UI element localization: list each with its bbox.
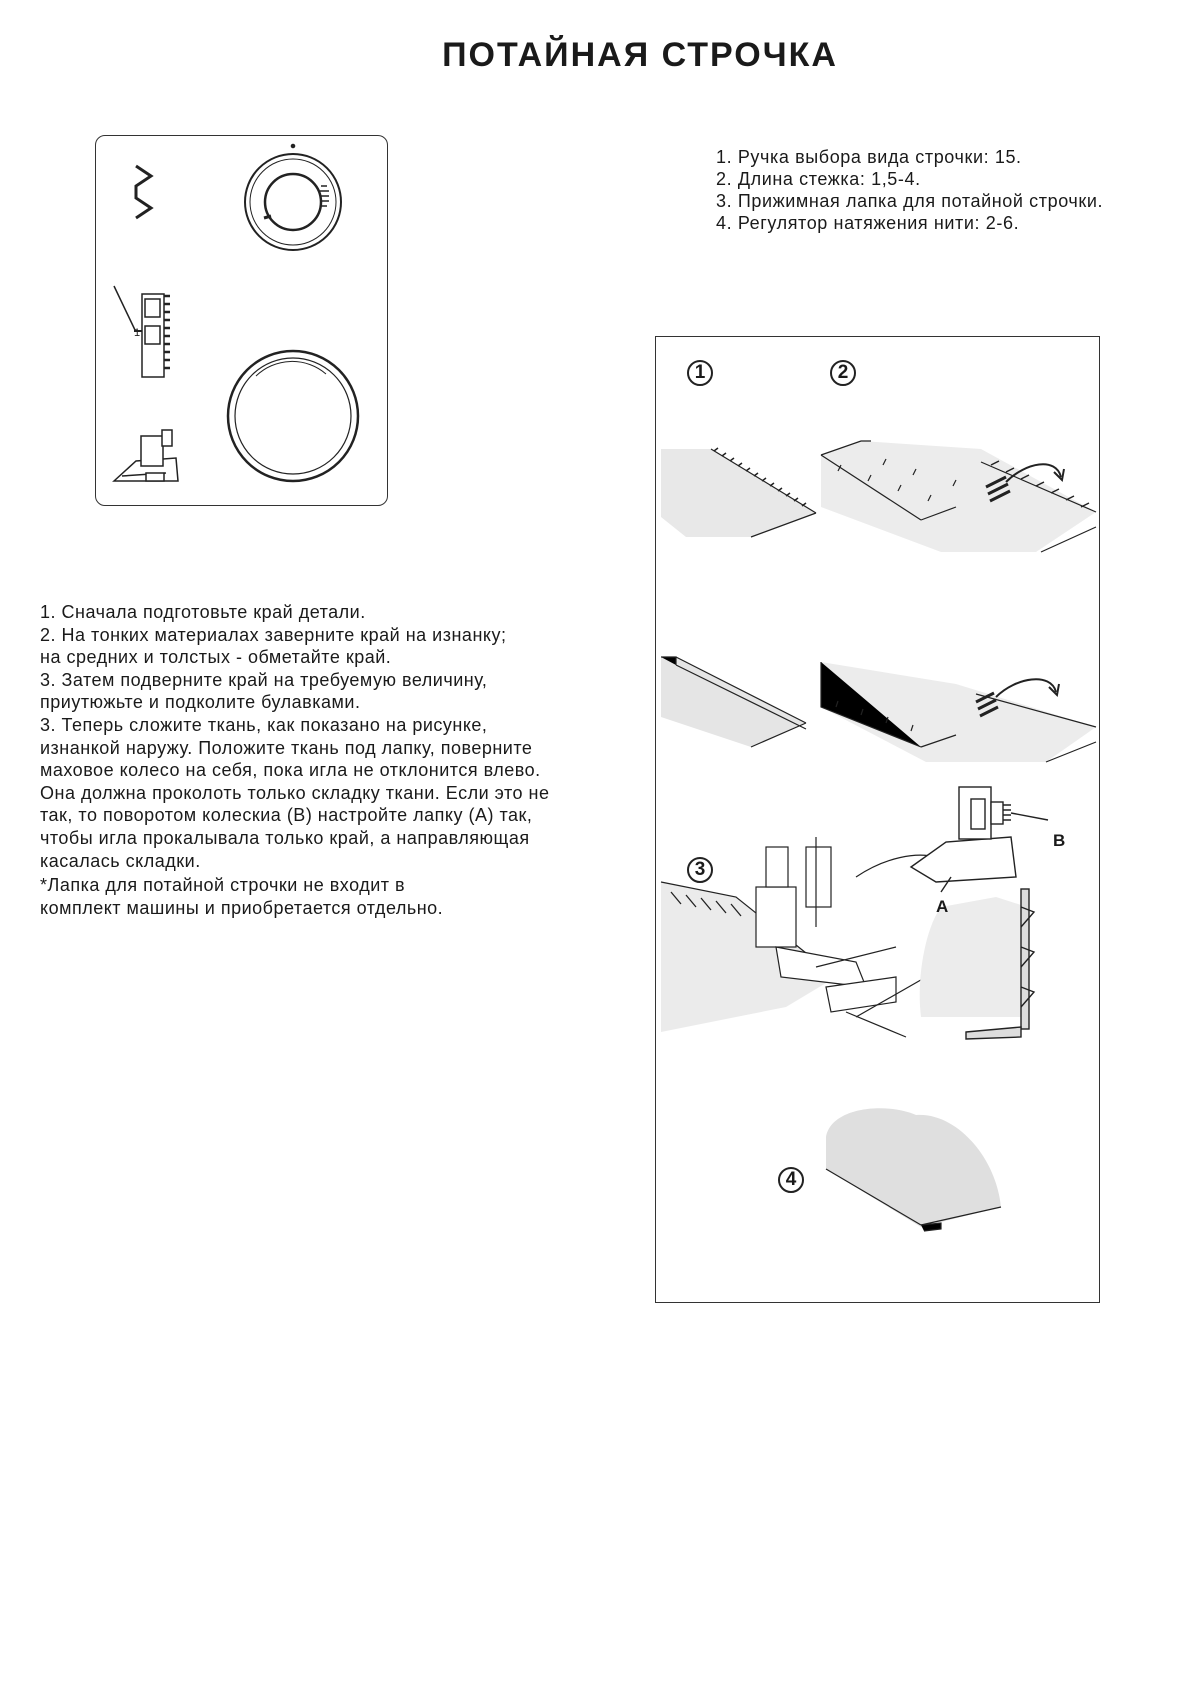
steps-drawing bbox=[660, 440, 1097, 1232]
step1-fabric-overlocked bbox=[661, 447, 817, 538]
callout-b-label: B bbox=[1053, 831, 1066, 850]
blind-hem-foot-icon bbox=[112, 429, 179, 482]
instruction-line: 3. Теперь сложите ткань, как показано на… bbox=[40, 714, 488, 735]
machine-settings-panel: 1 bbox=[95, 135, 388, 506]
selector-marker: 1 bbox=[134, 327, 140, 339]
page-title: ПОТАЙНАЯ СТРОЧКА bbox=[442, 36, 838, 74]
note-line: комплект машины и приобретается отдельно… bbox=[40, 897, 444, 918]
step3-sewing-with-foot bbox=[660, 837, 937, 1038]
instruction-line: изнанкой наружу. Положите ткань под лапк… bbox=[40, 737, 533, 758]
instruction-line: на средних и толстых - обметайте край. bbox=[40, 647, 392, 668]
step-number: 1 bbox=[687, 360, 713, 386]
callout-a-label: A bbox=[936, 897, 949, 916]
blind-stitch-pattern-icon bbox=[134, 164, 154, 220]
instruction-line: 1. Сначала подготовьте край детали. bbox=[40, 602, 366, 622]
instructions-text: 1. Сначала подготовьте край детали. 2. Н… bbox=[40, 601, 640, 919]
stitch-length-selector-icon bbox=[113, 285, 170, 378]
settings-list: 1. Ручка выбора вида строчки: 15. 2. Дли… bbox=[716, 146, 1103, 234]
instruction-line: Она должна проколоть только складку ткан… bbox=[40, 782, 550, 803]
setting-item: 3. Прижимная лапка для потайной строчки. bbox=[716, 191, 1104, 211]
instruction-line: касалась складки. bbox=[40, 850, 201, 871]
note-line: *Лапка для потайной строчки не входит в bbox=[40, 875, 406, 896]
hem-cross-section bbox=[919, 888, 1036, 1040]
settings-illustration: 1 bbox=[112, 143, 360, 483]
instruction-line: 3. Затем подверните край на требуемую ве… bbox=[40, 669, 488, 690]
blind-hem-foot-detail bbox=[909, 786, 1049, 893]
step2-fabric-folded-pinned bbox=[820, 440, 1097, 553]
step1-fabric-folded-edge bbox=[661, 656, 807, 748]
steps-illustration-panel: 1 2 3 4 B A bbox=[655, 336, 1100, 1303]
setting-item: 1. Ручка выбора вида строчки: 15. bbox=[716, 147, 1022, 167]
instruction-line: так, то поворотом колескиа (В) настройте… bbox=[40, 805, 533, 826]
pattern-dial-icon bbox=[244, 143, 342, 251]
setting-item: 2. Длина стежка: 1,5-4. bbox=[716, 169, 921, 189]
step-number: 4 bbox=[778, 1167, 804, 1193]
tension-dial-icon bbox=[226, 349, 360, 483]
instruction-line: приутюжьте и подколите булавками. bbox=[40, 692, 361, 713]
instruction-line: чтобы игла прокалывала только край, а на… bbox=[40, 827, 530, 848]
setting-item: 4. Регулятор натяжения нити: 2-6. bbox=[716, 213, 1020, 233]
step4-finished-hem bbox=[825, 1108, 1002, 1232]
step-number: 2 bbox=[830, 360, 856, 386]
instruction-line: 2. На тонких материалах заверните край н… bbox=[40, 624, 507, 645]
instruction-line: маховое колесо на себя, пока игла не отк… bbox=[40, 760, 541, 781]
step-number: 3 bbox=[687, 857, 713, 883]
step2-fabric-hem-pinned bbox=[820, 662, 1097, 763]
